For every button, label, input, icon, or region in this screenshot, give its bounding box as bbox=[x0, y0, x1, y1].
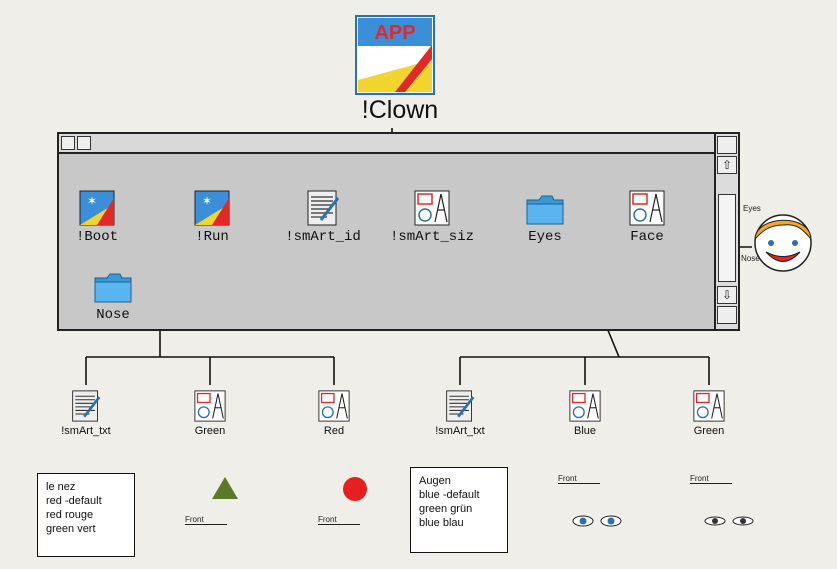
drawfile-icon bbox=[414, 190, 450, 226]
file-label: !smArt_txt bbox=[41, 425, 131, 437]
note-line: green grün bbox=[419, 502, 499, 516]
green-eyes-drawing bbox=[703, 515, 757, 527]
file-label: !smArt_id bbox=[268, 229, 378, 245]
folder-eyes[interactable]: Eyes bbox=[490, 194, 600, 245]
file-label: Green bbox=[664, 425, 754, 437]
face-drawing bbox=[738, 205, 828, 275]
scrollbar-thumb[interactable] bbox=[718, 194, 736, 282]
front-label: Front bbox=[690, 474, 732, 484]
file-smart-siz[interactable]: !smArt_siz bbox=[377, 190, 487, 245]
file-boot[interactable]: ✶ !Boot bbox=[42, 190, 152, 245]
application-icon: ✶ bbox=[194, 190, 230, 226]
text-file-icon bbox=[444, 390, 476, 422]
note-line: blue blau bbox=[419, 516, 499, 530]
close-icon[interactable] bbox=[77, 136, 91, 150]
filer-window[interactable]: ⇧ ⇩ ✶ !Boot ✶ !Run bbox=[57, 132, 740, 331]
svg-text:✶: ✶ bbox=[87, 194, 97, 208]
drawfile-icon bbox=[693, 390, 725, 422]
scroll-up-icon[interactable]: ⇧ bbox=[717, 156, 737, 174]
app-icon-text: APP bbox=[374, 22, 415, 44]
file-label: Red bbox=[289, 425, 379, 437]
front-label: Front bbox=[318, 515, 360, 525]
svg-text:✶: ✶ bbox=[202, 194, 212, 208]
file-label: Eyes bbox=[490, 229, 600, 245]
note-line: red -default bbox=[46, 494, 126, 508]
nose-red[interactable]: Red bbox=[289, 390, 379, 437]
file-label: Blue bbox=[540, 425, 630, 437]
drawfile-icon bbox=[318, 390, 350, 422]
file-label: !Boot bbox=[42, 229, 152, 245]
file-face[interactable]: Face bbox=[592, 190, 702, 245]
front-label: Front bbox=[185, 515, 227, 525]
eyes-label: Eyes bbox=[743, 204, 761, 213]
drawfile-icon bbox=[629, 190, 665, 226]
eyes-smart-txt[interactable]: !smArt_txt bbox=[415, 390, 505, 437]
note-line: Augen bbox=[419, 474, 499, 488]
folder-icon bbox=[525, 194, 565, 226]
toggle-size-icon[interactable] bbox=[717, 136, 737, 154]
blue-eyes-drawing bbox=[571, 514, 625, 528]
note-line: red rouge bbox=[46, 508, 126, 522]
file-label: !smArt_txt bbox=[415, 425, 505, 437]
file-label: Nose bbox=[58, 307, 168, 323]
note-line: green vert bbox=[46, 522, 126, 536]
back-icon[interactable] bbox=[61, 136, 75, 150]
scroll-down-icon[interactable]: ⇩ bbox=[717, 286, 737, 304]
front-label: Front bbox=[558, 474, 600, 484]
red-circle-nose bbox=[342, 476, 368, 502]
text-file-icon bbox=[70, 390, 102, 422]
drawfile-icon bbox=[194, 390, 226, 422]
file-label: Green bbox=[165, 425, 255, 437]
eyes-note-box: Augen blue -default green grün blue blau bbox=[410, 467, 508, 553]
eyes-green[interactable]: Green bbox=[664, 390, 754, 437]
eyes-blue[interactable]: Blue bbox=[540, 390, 630, 437]
nose-note-box: le nez red -default red rouge green vert bbox=[37, 473, 135, 557]
drawfile-icon bbox=[569, 390, 601, 422]
nose-smart-txt[interactable]: !smArt_txt bbox=[41, 390, 131, 437]
folder-icon bbox=[93, 272, 133, 304]
folder-nose[interactable]: Nose bbox=[58, 272, 168, 323]
application-icon[interactable]: APP bbox=[355, 15, 435, 95]
note-line: blue -default bbox=[419, 488, 499, 502]
resize-icon[interactable] bbox=[717, 306, 737, 324]
title-bar[interactable] bbox=[59, 134, 714, 154]
text-file-icon bbox=[305, 190, 341, 226]
nose-green[interactable]: Green bbox=[165, 390, 255, 437]
file-label: !smArt_siz bbox=[377, 229, 487, 245]
file-run[interactable]: ✶ !Run bbox=[157, 190, 267, 245]
note-line: le nez bbox=[46, 480, 126, 494]
application-icon: ✶ bbox=[79, 190, 115, 226]
green-triangle-nose bbox=[211, 476, 239, 500]
app-title: !Clown bbox=[340, 96, 460, 125]
file-smart-id[interactable]: !smArt_id bbox=[268, 190, 378, 245]
vertical-scrollbar[interactable]: ⇧ ⇩ bbox=[714, 134, 738, 329]
file-label: !Run bbox=[157, 229, 267, 245]
nose-label: Nose bbox=[741, 254, 760, 263]
file-label: Face bbox=[592, 229, 702, 245]
